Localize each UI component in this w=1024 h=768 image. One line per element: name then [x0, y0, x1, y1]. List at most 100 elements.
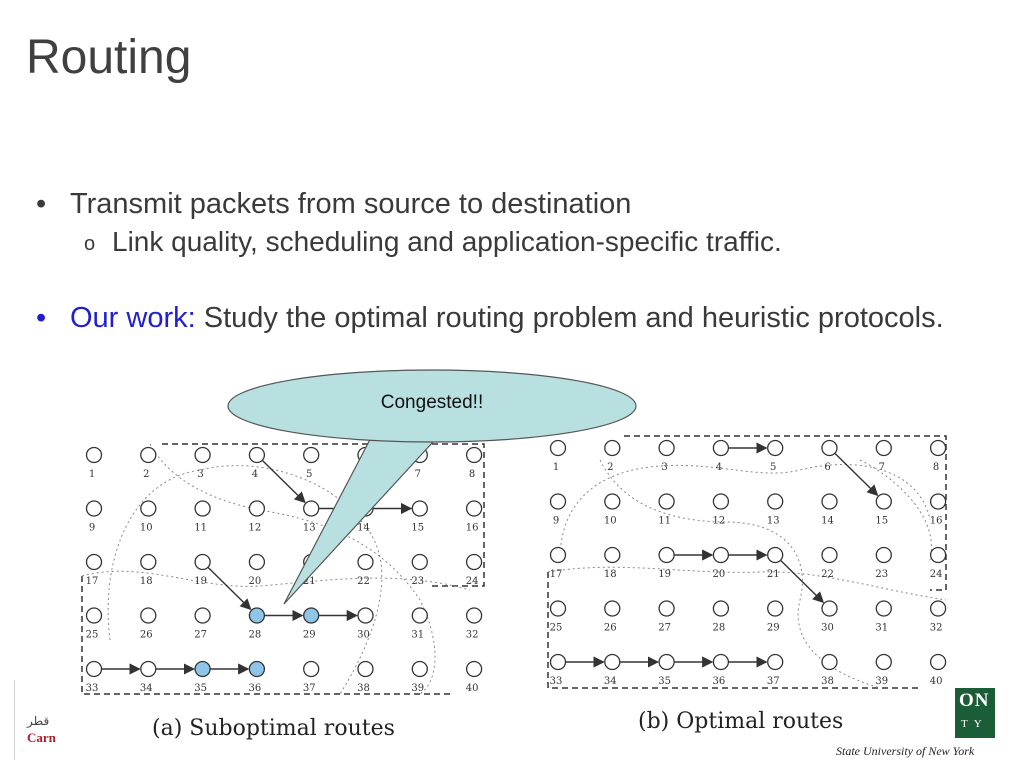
figure-a-node-15 — [411, 500, 428, 517]
bullet-glyph-blue: • — [36, 302, 47, 334]
logo-arabic-text: قطر — [27, 714, 50, 728]
figure-a-node-11 — [194, 500, 211, 517]
figure-b-node-label: 24 — [930, 569, 943, 580]
figure-a-node-34 — [140, 660, 157, 678]
figure-b-node-22 — [821, 546, 838, 564]
figure-a-node-label: 22 — [357, 576, 370, 587]
figure-a-node-label: 17 — [86, 576, 99, 587]
figure-b-node-label: 39 — [875, 676, 888, 687]
figure-b-node-1 — [549, 439, 567, 457]
figure-a-node-25 — [85, 607, 103, 624]
figure-a-node-19 — [194, 553, 211, 571]
figure-b-node-label: 28 — [713, 623, 726, 634]
figure-b-node-label: 35 — [658, 676, 671, 687]
figure-b-node-35 — [658, 653, 675, 671]
figure-b-node-label: 37 — [767, 676, 780, 687]
figure-b-node-label: 19 — [658, 569, 671, 580]
figure-b-node-9 — [549, 493, 567, 510]
figure-a-node-label: 4 — [252, 469, 258, 480]
figure-a-node-label: 30 — [357, 630, 370, 641]
figure-a-node-24 — [465, 553, 483, 571]
figure-b-node-32 — [929, 600, 947, 617]
figure-b-node-8 — [929, 439, 947, 457]
figure-a-node-label: 19 — [194, 576, 207, 587]
figure-b-node-14 — [821, 493, 838, 510]
figure-b-node-2 — [604, 439, 621, 457]
figure-a-node-label: 18 — [140, 576, 153, 587]
figure-a-node-label: 32 — [466, 630, 479, 641]
figure-a-node-35 — [194, 660, 211, 678]
figure-b-node-39 — [875, 653, 892, 671]
figure-b-boundaries — [547, 435, 947, 689]
figure-a-node-32 — [465, 607, 483, 624]
slide-title: Routing — [26, 31, 192, 84]
figure-b-node-29 — [767, 600, 784, 617]
figure-b-node-label: 10 — [604, 516, 617, 527]
figure-a-node-26 — [140, 607, 157, 624]
bullet-glyph: • — [36, 188, 47, 220]
figure-b-node-label: 29 — [767, 623, 780, 634]
figure-b-node-label: 4 — [716, 462, 722, 473]
figure-b-node-label: 1 — [553, 462, 559, 473]
figure-a-node-30 — [357, 607, 374, 624]
figure-b-node-34 — [604, 653, 621, 671]
figure-b-route-arrows — [566, 442, 879, 668]
congested-callout: Congested!! — [227, 369, 637, 605]
figure-b-node-label: 16 — [930, 516, 943, 527]
figure-a-node-2 — [140, 446, 157, 464]
bullet-text-1: Transmit packets from source to destinat… — [70, 188, 632, 220]
figure-a-node-label: 20 — [249, 576, 262, 587]
figure-a-node-label: 29 — [303, 630, 316, 641]
suny-footer-text: State University of New York — [836, 744, 975, 758]
logo-carn-text: Carn — [27, 730, 56, 745]
figure-a-node-27 — [194, 607, 211, 624]
figure-a-node-label: 11 — [194, 523, 207, 534]
figure-b-node-17 — [549, 546, 567, 564]
figure-a-node-label: 10 — [140, 523, 153, 534]
figure-b-node-label: 27 — [658, 623, 671, 634]
figure-b-node-6 — [821, 439, 838, 457]
figure-b-route-arrow — [834, 453, 879, 497]
figure-a-node-37 — [303, 660, 320, 678]
figure-a-node-39 — [411, 660, 428, 678]
figure-a-route-arrow — [207, 567, 252, 611]
figure-b-node-18 — [604, 546, 621, 564]
figure-a-node-20 — [248, 553, 266, 571]
figure-a-node-label: 27 — [194, 630, 207, 641]
figure-a-node-label: 25 — [86, 630, 99, 641]
figure-b-node-label: 31 — [875, 623, 888, 634]
figure-b-node-15 — [875, 493, 892, 510]
figure-b-node-label: 17 — [550, 569, 563, 580]
figure-a-node-23 — [411, 553, 428, 571]
figure-b-node-label: 14 — [821, 516, 834, 527]
figure-a-node-label: 39 — [411, 683, 424, 694]
figure-b-node-23 — [875, 546, 892, 564]
figure-b-node-label: 30 — [821, 623, 834, 634]
bullet-text-2: Study the optimal routing problem and he… — [195, 302, 944, 334]
figure-b-node-30 — [821, 600, 838, 617]
figure-b-node-label: 36 — [713, 676, 726, 687]
figure-a-node-label: 34 — [140, 683, 153, 694]
sub-bullet-glyph: o — [84, 233, 96, 255]
sub-bullet-text-1: Link quality, scheduling and application… — [112, 226, 782, 257]
figure-b-node-label: 18 — [604, 569, 617, 580]
left-university-logo: قطر Carn — [14, 680, 75, 760]
figure-b-node-33 — [549, 653, 567, 671]
figure-a-node-8 — [465, 446, 483, 464]
figure-a-node-label: 8 — [469, 469, 475, 480]
figure-b-node-27 — [658, 600, 675, 617]
figure-a-node-label: 3 — [197, 469, 203, 480]
figure-a-node-5 — [303, 446, 320, 464]
logo-ty-text: TY — [961, 718, 988, 730]
figure-a-node-label: 37 — [303, 683, 316, 694]
figure-b-node-label: 15 — [875, 516, 888, 527]
figure-a-node-label: 14 — [357, 523, 370, 534]
figure-b-node-label: 22 — [821, 569, 834, 580]
bullet-lead-our-work: Our work: — [70, 302, 196, 334]
figure-a-node-36 — [248, 660, 266, 678]
figure-a-node-label: 1 — [89, 469, 95, 480]
figure-a-node-12 — [248, 500, 266, 517]
figure-b-node-label: 9 — [553, 516, 559, 527]
